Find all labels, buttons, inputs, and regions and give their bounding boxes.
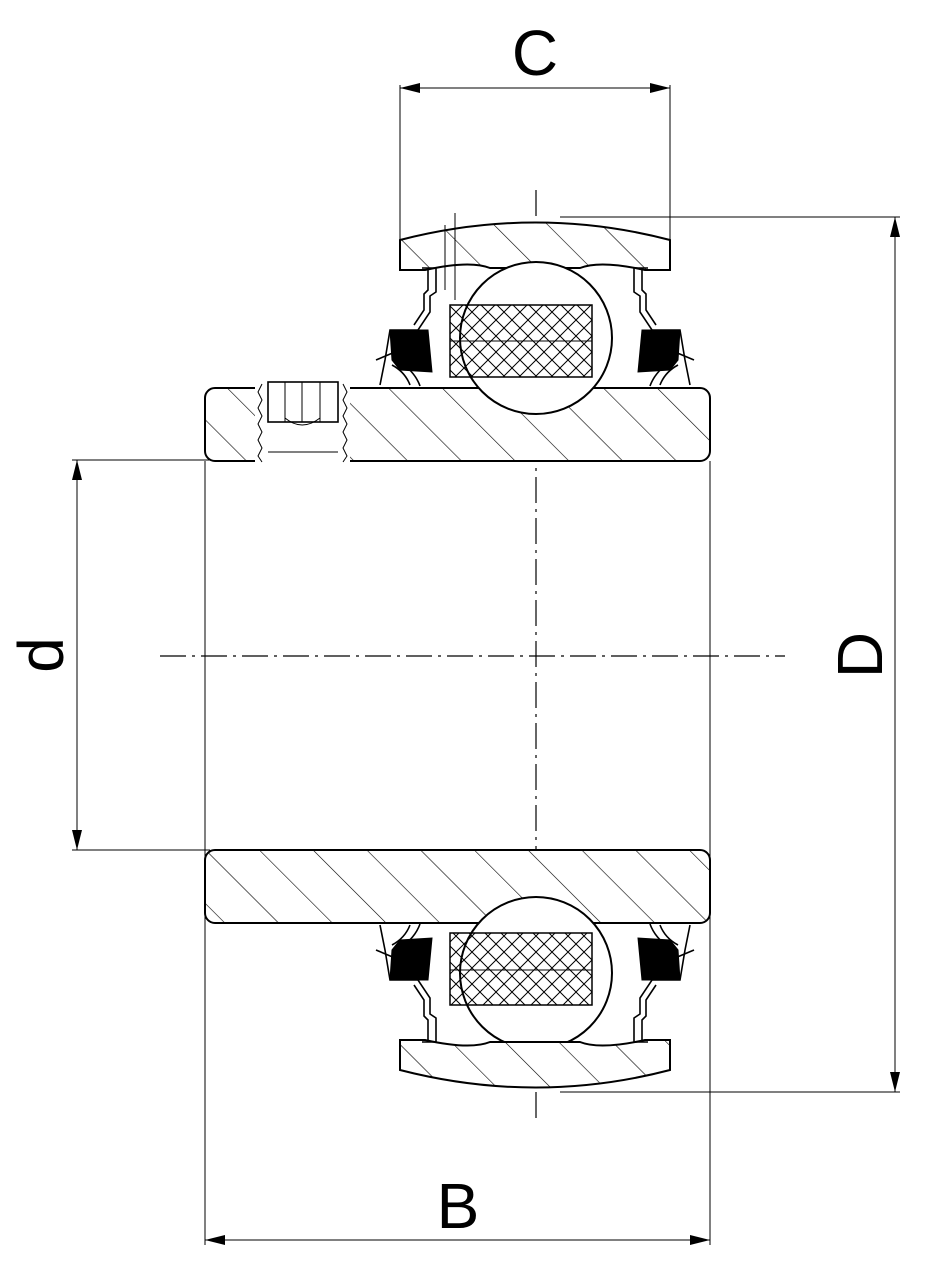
outer-ring-bottom: [399, 1039, 671, 1089]
dimension-label-D: D: [824, 632, 896, 678]
dimension-c: C: [399, 17, 671, 240]
dimension-label-b: B: [437, 1170, 480, 1242]
ball-bottom: [449, 896, 613, 1050]
set-screw: [255, 381, 350, 464]
dimension-d-bore: d: [5, 459, 210, 851]
seal-top-right: [633, 267, 695, 387]
outer-ring-top: [399, 213, 671, 300]
dimension-label-d: d: [5, 637, 77, 673]
inner-ring-bottom: [204, 849, 711, 924]
dimension-b: B: [204, 461, 711, 1245]
seal-bottom-right: [633, 923, 695, 1043]
dimension-d-outer: D: [560, 216, 900, 1093]
seal-top-left: [375, 267, 437, 387]
dimension-label-c: C: [512, 17, 558, 89]
ball-top: [449, 261, 613, 415]
seal-bottom-left: [375, 923, 437, 1043]
